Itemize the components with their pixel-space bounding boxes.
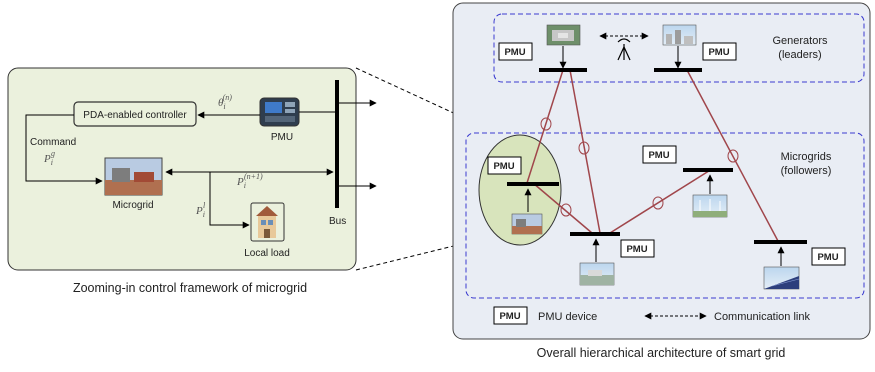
left-panel: Bus PDA-enabled controller PMU θi(n) Com… (7, 67, 377, 271)
generator-2-photo (662, 24, 697, 46)
generator-1-bus (539, 68, 587, 72)
pl-label: Pil (195, 201, 206, 219)
pmu-box-generator-2-label: PMU (708, 47, 729, 58)
left-panel-background (7, 67, 357, 271)
microgrid-label: Microgrid (112, 200, 153, 211)
pmu-box-microgrid-4 (811, 247, 846, 266)
legend-pmu-box-label: PMU (499, 311, 520, 322)
microgrid-photo (104, 157, 163, 196)
pmu-box-microgrid-2-label: PMU (626, 244, 647, 255)
microgrids-sublabel: (followers) (781, 165, 832, 177)
solar-farm-photo (763, 266, 800, 290)
microgrid-1-photo (511, 213, 543, 235)
pmu-box-microgrid-3-label: PMU (648, 150, 669, 161)
bus-label: Bus (329, 216, 346, 227)
microgrid-3-bus (683, 168, 733, 172)
pmu-box-microgrid-4-label: PMU (817, 252, 838, 263)
pmu-box-microgrid-1-label: PMU (493, 161, 514, 172)
right-caption: Overall hierarchical architecture of sma… (537, 346, 786, 360)
microgrid-1-bus (507, 182, 559, 186)
microgrid-4-bus (754, 240, 807, 244)
command-label: Command (30, 137, 76, 148)
house-icon (250, 202, 285, 242)
generators-sublabel: (leaders) (778, 49, 821, 61)
pmu-device-icon (259, 97, 300, 127)
legend-pmu-box (493, 306, 528, 325)
wind-farm-photo (692, 194, 728, 218)
pmu-label: PMU (271, 132, 293, 143)
antenna-icon (617, 38, 631, 61)
legend-comm-text: Communication link (714, 311, 810, 323)
right-panel: Generators (leaders) Microgrids (followe… (452, 2, 871, 340)
pda-controller-label: PDA-enabled controller (83, 110, 187, 121)
microgrids-group (465, 132, 865, 299)
pmu-box-generator-1 (498, 42, 533, 61)
left-caption: Zooming-in control framework of microgri… (73, 281, 307, 295)
generators-label: Generators (772, 35, 828, 47)
generators-group (493, 13, 865, 83)
pmu-box-generator-1-label: PMU (504, 47, 525, 58)
link-markers (540, 117, 739, 217)
local-load-label: Local load (244, 248, 290, 259)
power-lines (526, 69, 779, 242)
pn-label: Pi(n+1) (236, 172, 263, 190)
pg-label: Pig (43, 149, 55, 167)
generator-2-bus (654, 68, 702, 72)
generator-1-photo (546, 24, 581, 46)
microgrids-label: Microgrids (781, 151, 832, 163)
pmu-box-microgrid-2 (620, 239, 655, 258)
pmu-box-microgrid-3 (642, 145, 677, 164)
legend: PMU PMU device Communication link (493, 306, 810, 325)
pmu-box-microgrid-1 (487, 156, 522, 175)
command-arrow (25, 114, 103, 185)
legend-pmu-text: PMU device (538, 311, 597, 323)
microgrid-2-bus (570, 232, 620, 236)
microgrid-2-photo (579, 262, 615, 286)
microgrid-to-load-arrow (209, 172, 250, 229)
theta-label: θi(n) (218, 93, 232, 111)
pda-controller-box (73, 101, 197, 127)
pmu-box-generator-2 (702, 42, 737, 61)
